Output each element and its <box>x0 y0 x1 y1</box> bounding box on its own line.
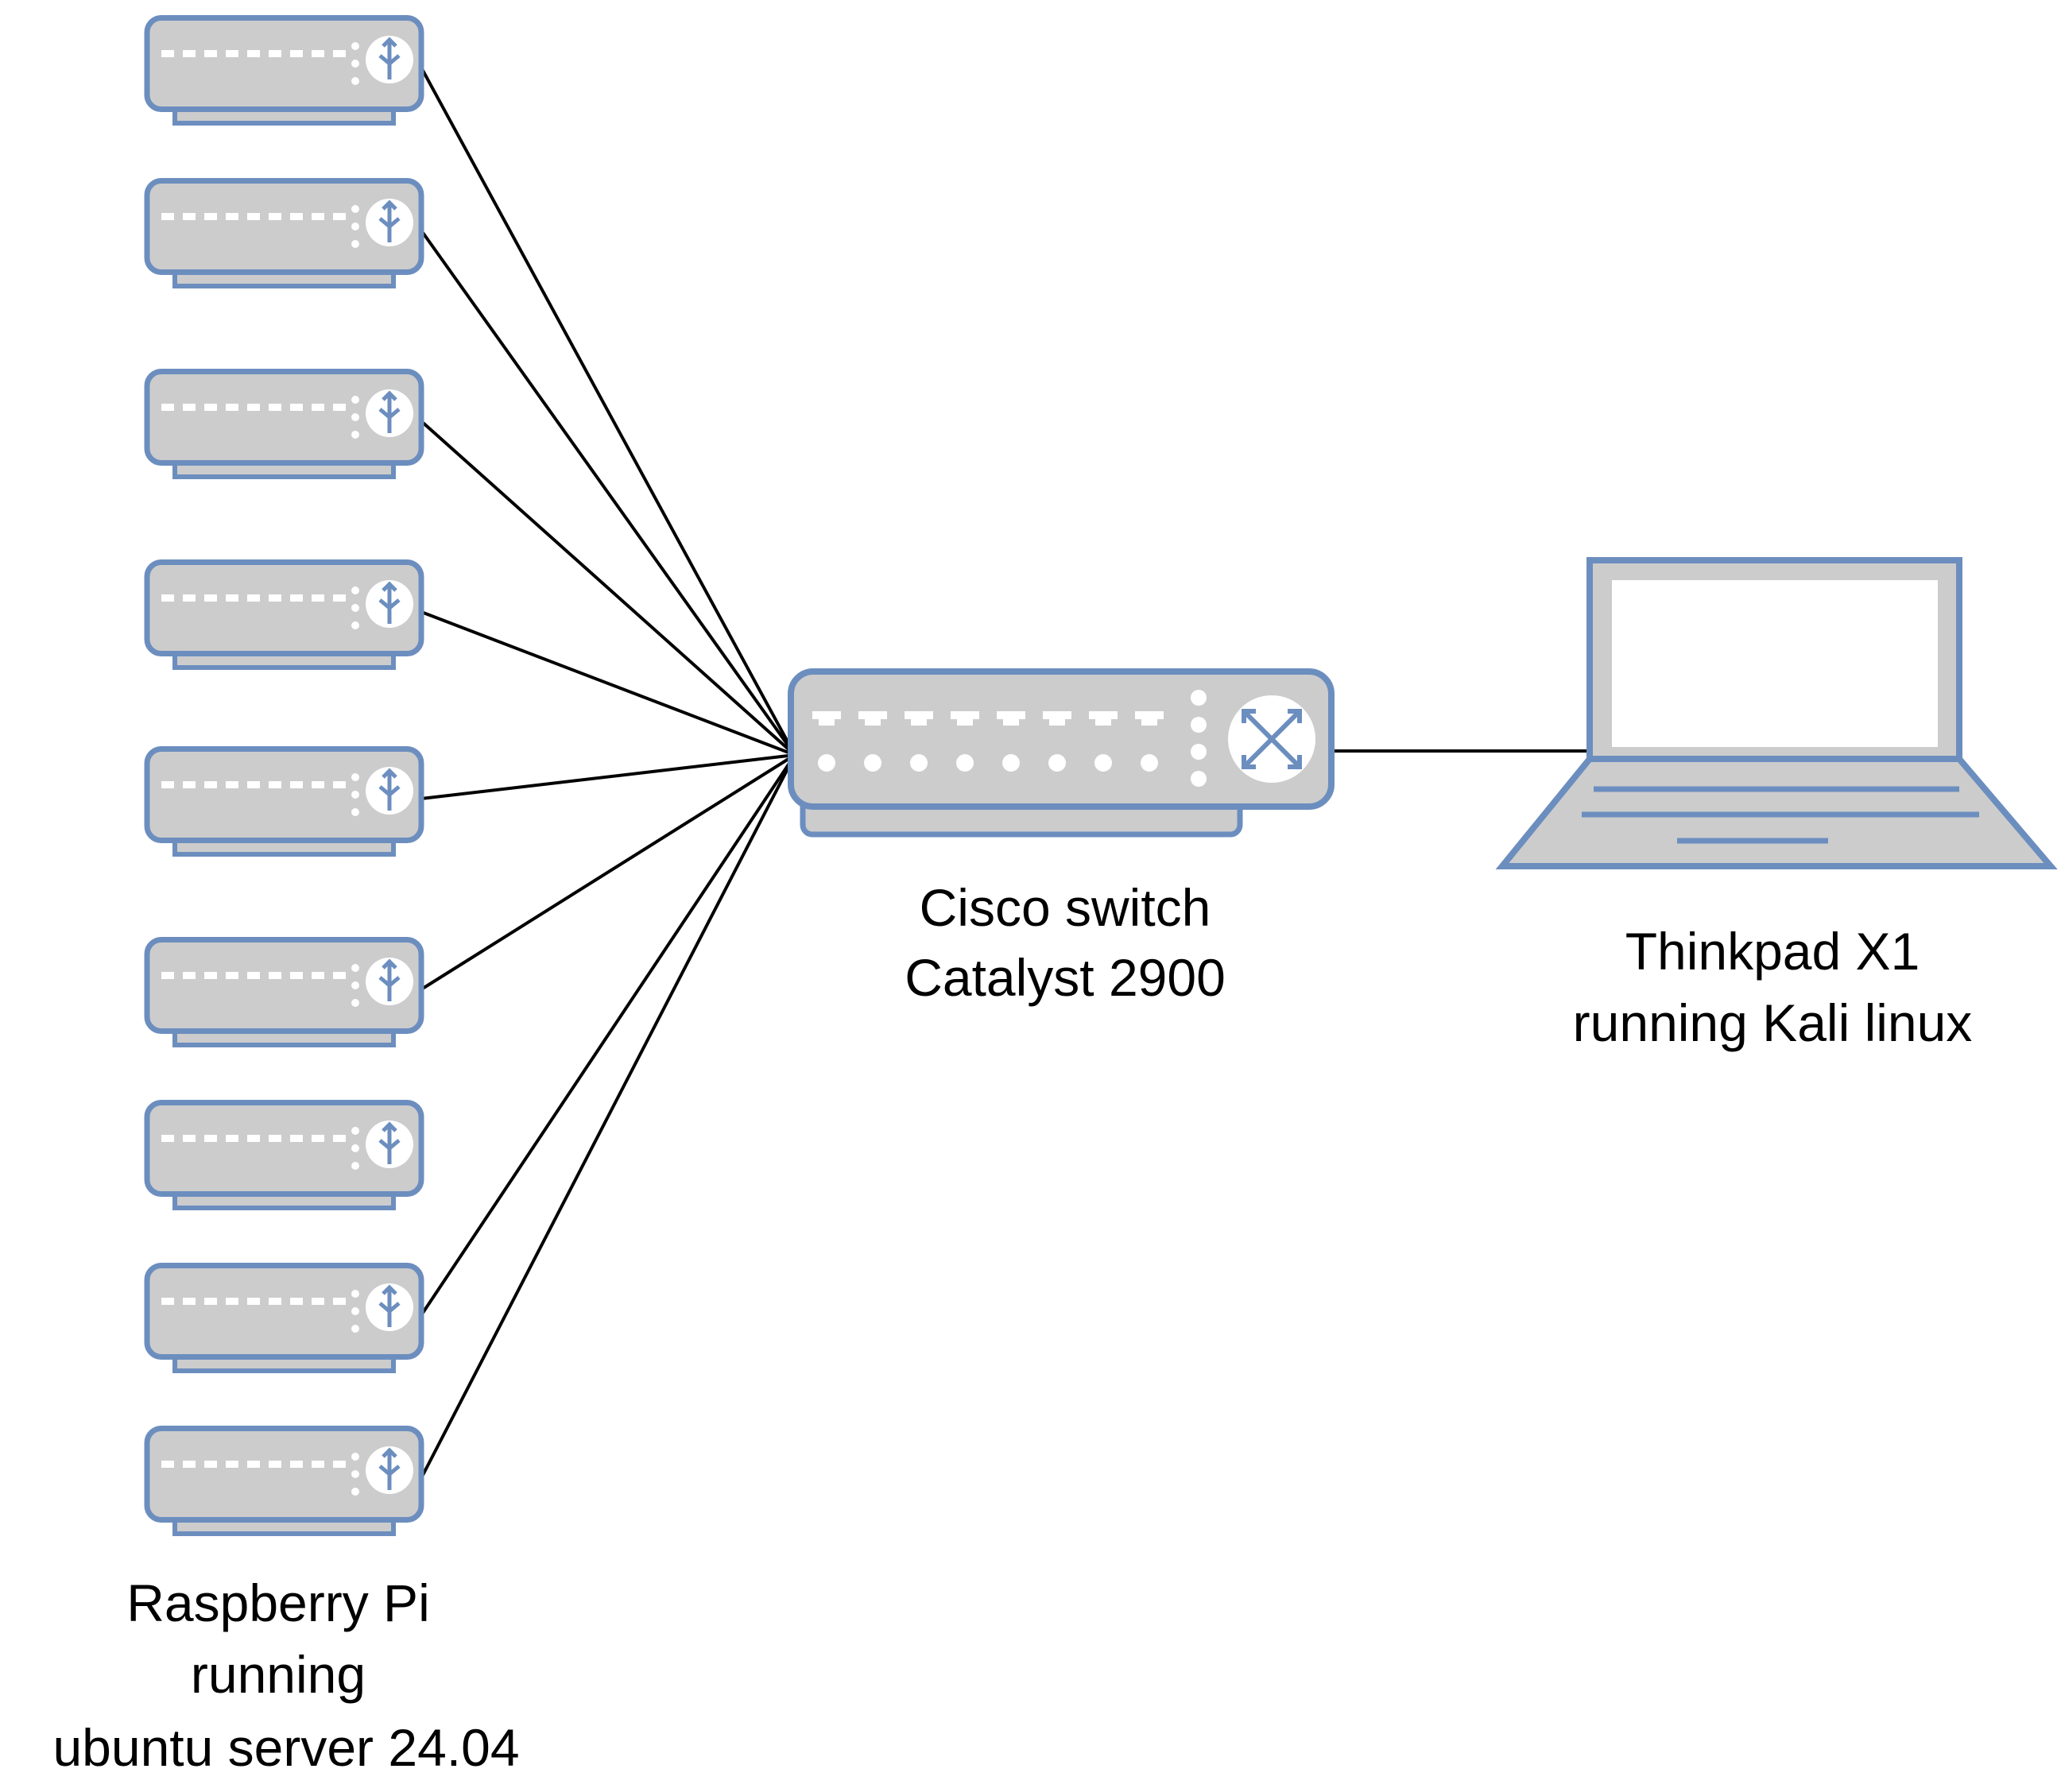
raspberry-pi-icon <box>144 559 424 670</box>
laptop-icon <box>1495 557 2058 869</box>
switch-arrows-icon <box>1228 695 1315 783</box>
raspberry-pi-icon <box>144 1100 424 1210</box>
pi-switch-link <box>420 420 796 757</box>
raspberry-pi-icon <box>144 178 424 288</box>
usb-icon <box>378 199 401 242</box>
usb-icon <box>378 1284 401 1327</box>
pi-switch-link <box>420 754 796 1479</box>
usb-icon <box>378 37 401 79</box>
usb-icon <box>378 390 401 433</box>
pi-switch-link <box>420 753 796 1317</box>
pi-switch-link <box>420 67 796 756</box>
switch-label-line-2: Catalyst 2900 <box>905 948 1226 1007</box>
raspberry-pi-icon <box>144 369 424 479</box>
raspberry-pi-icon <box>144 937 424 1047</box>
pi-switch-link <box>420 753 796 800</box>
laptop-screen <box>1612 580 1938 747</box>
usb-icon <box>378 768 401 811</box>
usb-icon <box>378 958 401 1001</box>
cisco-switch-icon <box>788 668 1335 838</box>
pi-switch-link <box>420 753 796 991</box>
switch-ports <box>812 711 1164 772</box>
laptop-label-line-1: Thinkpad X1 <box>1625 922 1920 981</box>
laptop-label-line-2: running Kali linux <box>1573 993 1973 1052</box>
pi-switch-link <box>420 610 796 757</box>
usb-icon <box>378 581 401 624</box>
raspberry-pi-icon <box>144 15 424 126</box>
usb-icon <box>378 1447 401 1490</box>
switch-status-leds <box>1191 690 1207 787</box>
raspberry-pi-icon <box>144 746 424 857</box>
raspberry-pi-group <box>144 15 424 1536</box>
switch-label-line-1: Cisco switch <box>920 878 1211 937</box>
usb-icon <box>378 1121 401 1164</box>
raspberry-pi-icon <box>144 1426 424 1536</box>
connection-lines <box>420 67 1590 1479</box>
raspberry-pi-label-line-3: ubuntu server 24.04 <box>52 1718 519 1777</box>
pi-switch-link <box>420 229 796 757</box>
raspberry-pi-label-line-2: running <box>191 1645 366 1704</box>
raspberry-pi-label-line-1: Raspberry Pi <box>126 1573 429 1632</box>
raspberry-pi-icon <box>144 1263 424 1373</box>
